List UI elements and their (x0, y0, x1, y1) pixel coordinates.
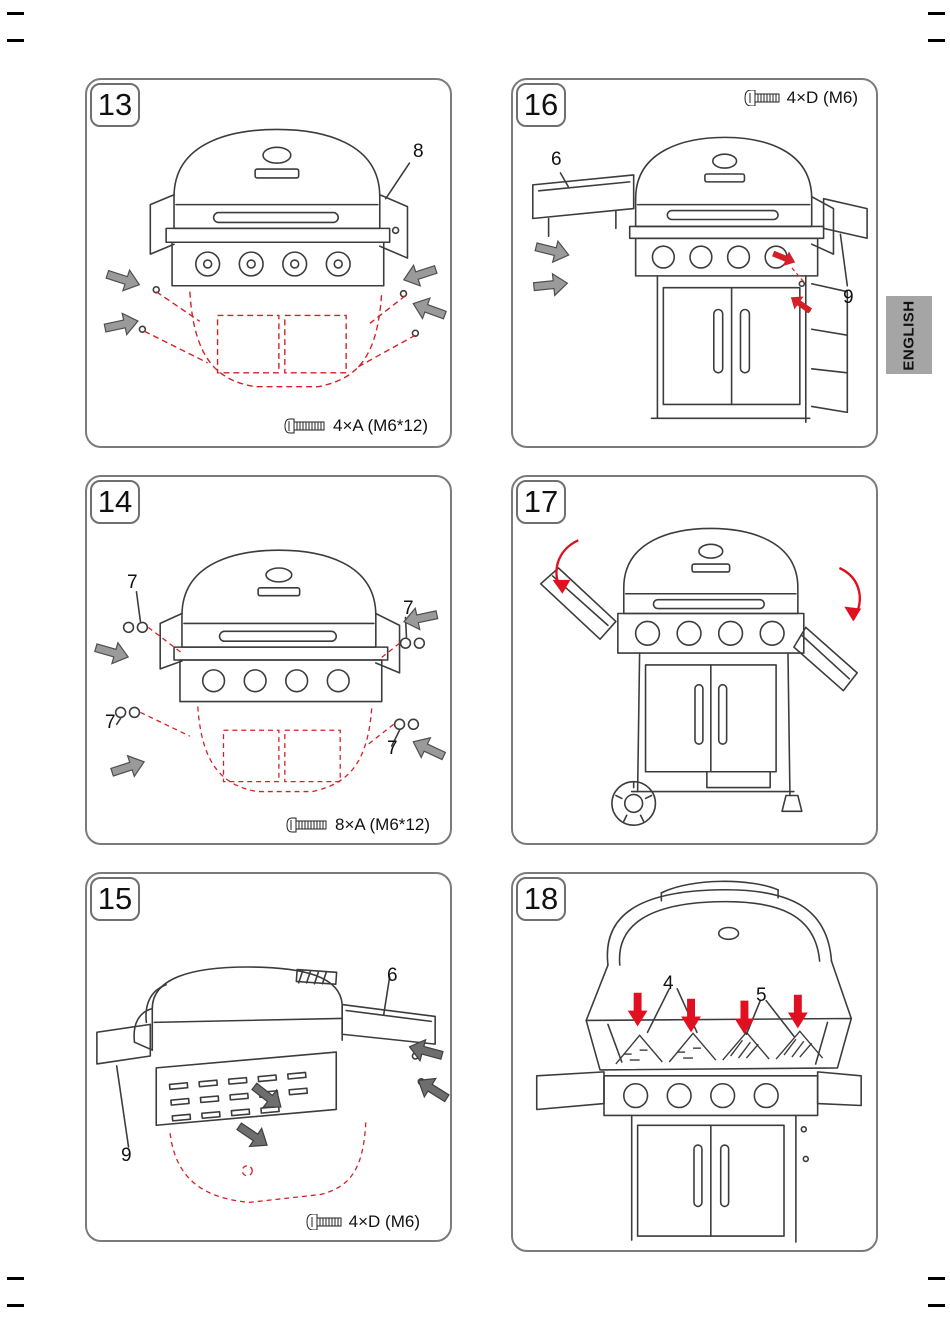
screw-icon (744, 90, 780, 106)
screw-direction-arrows (532, 239, 570, 297)
part-label: 4 (663, 973, 674, 994)
crop-mark (7, 1304, 24, 1307)
step-panel-18: 18 (511, 872, 878, 1252)
step-number-badge: 15 (90, 877, 140, 921)
part-label: 7 (403, 598, 414, 619)
screw-direction-arrows (103, 263, 447, 336)
hardware-spec: 4×D (M6) (348, 1212, 420, 1231)
hardware-callout: 8×A (M6*12) (286, 815, 430, 835)
crop-mark (7, 39, 24, 42)
grill-assembly-illustration (96, 966, 450, 1204)
crop-mark (928, 1277, 945, 1280)
screw-icon (284, 418, 325, 434)
step-number-badge: 13 (90, 83, 140, 127)
hardware-spec: 4×D (M6) (786, 88, 858, 107)
screw-icon (306, 1214, 342, 1230)
crop-mark (928, 39, 945, 42)
grill-assembly-illustration (94, 549, 447, 793)
hardware-callout: 4×D (M6) (306, 1212, 420, 1232)
step-panel-16: 16 (511, 78, 878, 448)
fold-direction-arrowheads (552, 579, 862, 622)
insert-direction-arrows (627, 992, 808, 1035)
hardware-spec: 4×A (M6*12) (333, 416, 428, 435)
crop-mark (928, 12, 945, 15)
crop-mark (928, 1304, 945, 1307)
step-number-badge: 14 (90, 480, 140, 524)
part-label: 5 (756, 985, 767, 1006)
part-label: 9 (121, 1145, 132, 1166)
hardware-callout: 4×D (M6) (744, 88, 858, 108)
cart-alignment-dashed-outline (140, 626, 400, 793)
part-label: 7 (105, 712, 116, 733)
hardware-callout: 4×A (M6*12) (284, 416, 428, 436)
part-label: 8 (413, 141, 424, 162)
grill-assembly-illustration (531, 136, 868, 424)
step-number-badge: 18 (516, 877, 566, 921)
red-direction-arrows (772, 250, 813, 314)
language-tab: ENGLISH (886, 296, 932, 374)
flame-tamers (615, 1030, 824, 1065)
screw-direction-arrows (94, 606, 447, 778)
grill-assembly-illustration (103, 128, 447, 388)
part-label: 6 (387, 965, 398, 986)
part-label: 9 (843, 287, 854, 308)
step-number-badge: 17 (516, 480, 566, 524)
cart-alignment-dashed-outline (169, 1119, 367, 1204)
screw-direction-arrows (236, 1038, 450, 1148)
hardware-spec: 8×A (M6*12) (335, 815, 430, 834)
screw-alignment-dashed-lines (791, 267, 808, 312)
step-panel-17: 17 (511, 475, 878, 845)
step-panel-15: 15 (85, 872, 452, 1242)
crop-mark (7, 1277, 24, 1280)
part-label: 7 (127, 572, 138, 593)
step-panel-14: 14 (85, 475, 452, 845)
step-panel-13: 13 (85, 78, 452, 448)
part-label: 7 (387, 738, 398, 759)
part-label: 6 (551, 149, 562, 170)
cart-alignment-dashed-outline (144, 291, 416, 388)
screw-icon (286, 817, 327, 833)
grill-assembly-illustration (539, 527, 862, 826)
step-number-badge: 16 (516, 83, 566, 127)
language-tab-label: ENGLISH (900, 299, 918, 371)
crop-mark (7, 12, 24, 15)
grill-assembly-illustration (535, 880, 862, 1243)
